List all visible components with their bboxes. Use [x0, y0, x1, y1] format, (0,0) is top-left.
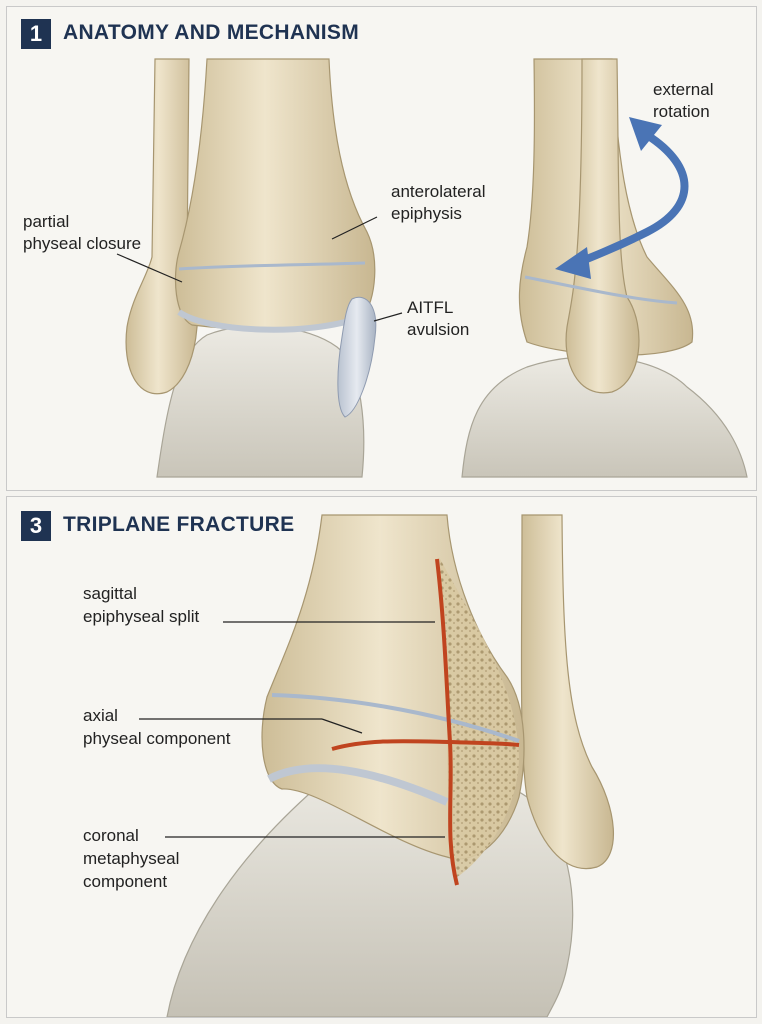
cartilage-left: [177, 309, 364, 333]
label-aitfl-avulsion: AITFL avulsion: [407, 298, 470, 340]
section-title-triplane: TRIPLANE FRACTURE: [63, 513, 295, 536]
articular-cartilage: [267, 764, 449, 806]
cancellous-surface: [439, 557, 519, 877]
leader-axial-diag: [321, 718, 363, 734]
label-partial-physeal-closure: partial physeal closure: [23, 212, 142, 254]
leader-antero: [331, 216, 378, 240]
tibia-left: [174, 58, 376, 330]
label-coronal-metaphyseal-component: coronal metaphyseal component: [83, 826, 180, 891]
section-number-badge: 1: [21, 19, 51, 49]
triplane-illustration: [139, 514, 614, 1017]
arrow-head-bottom: [555, 247, 591, 279]
anatomy-illustration: [116, 58, 748, 478]
label-sagittal-epiphyseal-split: sagittal epiphyseal split: [83, 584, 200, 626]
arrow-head-top: [629, 117, 662, 151]
label-external-rotation: external rotation: [653, 80, 714, 122]
aitfl-ligament: [337, 296, 377, 418]
panel-anatomy-mechanism: 1 ANATOMY AND MECHANISM partial physeal …: [6, 6, 757, 491]
fibula-right: [565, 58, 640, 394]
axial-fracture-line: [331, 739, 520, 751]
label-axial-physeal-component: axial physeal component: [83, 706, 231, 748]
leader-aitfl: [373, 312, 403, 322]
section-title: ANATOMY AND MECHANISM: [63, 21, 360, 44]
physis-line-left: [178, 261, 366, 271]
fibula: [520, 514, 614, 870]
physis-line: [271, 693, 520, 743]
panel-triplane-fracture: 3 TRIPLANE FRACTURE sagittal epiphyseal …: [6, 496, 757, 1018]
label-anterolateral-epiphysis: anterolateral epiphysis: [391, 182, 486, 224]
physis-line-right: [524, 275, 678, 305]
section-number-badge-3: 3: [21, 511, 51, 541]
leader-partial: [116, 253, 183, 283]
external-rotation-arrow: [568, 131, 689, 269]
